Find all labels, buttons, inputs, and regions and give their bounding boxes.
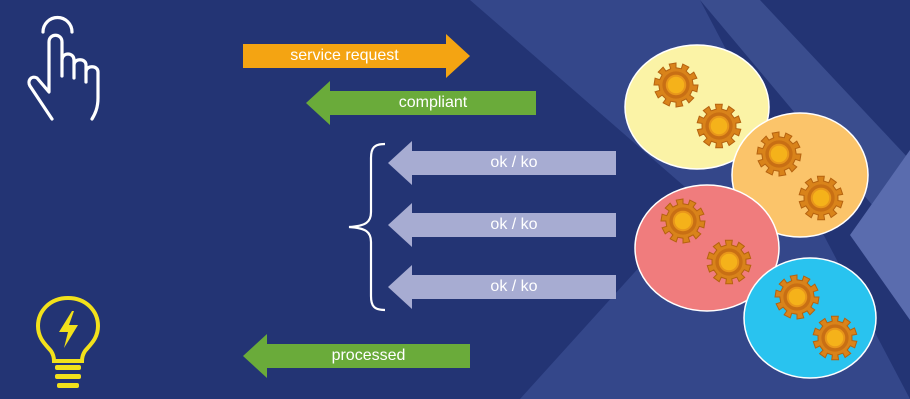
lightning-bolt-icon xyxy=(59,311,78,348)
bulb-base-line-3 xyxy=(57,383,79,388)
gear-group xyxy=(653,62,858,361)
compliant-label: compliant xyxy=(398,94,468,111)
service-request-arrow xyxy=(243,34,470,78)
status-label-1: ok / ko xyxy=(490,154,538,171)
gear-icon xyxy=(706,239,752,285)
lightbulb-icon xyxy=(35,295,101,388)
status-arrow-1 xyxy=(388,141,616,185)
bulb-base-line-1 xyxy=(55,365,81,370)
gear-icon xyxy=(660,198,706,244)
grouping-brace xyxy=(348,142,386,312)
service-request-label: service request xyxy=(290,47,399,64)
status-arrow-3 xyxy=(388,265,616,309)
gear-icon xyxy=(696,103,742,149)
compliant-arrow xyxy=(306,81,536,125)
gear-icon xyxy=(653,62,699,108)
gear-icon xyxy=(756,131,802,177)
bulb-base-line-2 xyxy=(55,374,81,379)
background-chevron-right xyxy=(850,150,910,320)
processed-label: processed xyxy=(331,347,406,364)
service-circle-blue xyxy=(743,257,877,379)
gear-icon xyxy=(798,175,844,221)
touch-hand-icon xyxy=(27,15,100,121)
status-label-3: ok / ko xyxy=(490,278,538,295)
gear-icon xyxy=(812,315,858,361)
gear-icon xyxy=(774,274,820,320)
status-arrow-2 xyxy=(388,203,616,247)
processed-arrow xyxy=(243,334,470,378)
status-label-2: ok / ko xyxy=(490,216,538,233)
